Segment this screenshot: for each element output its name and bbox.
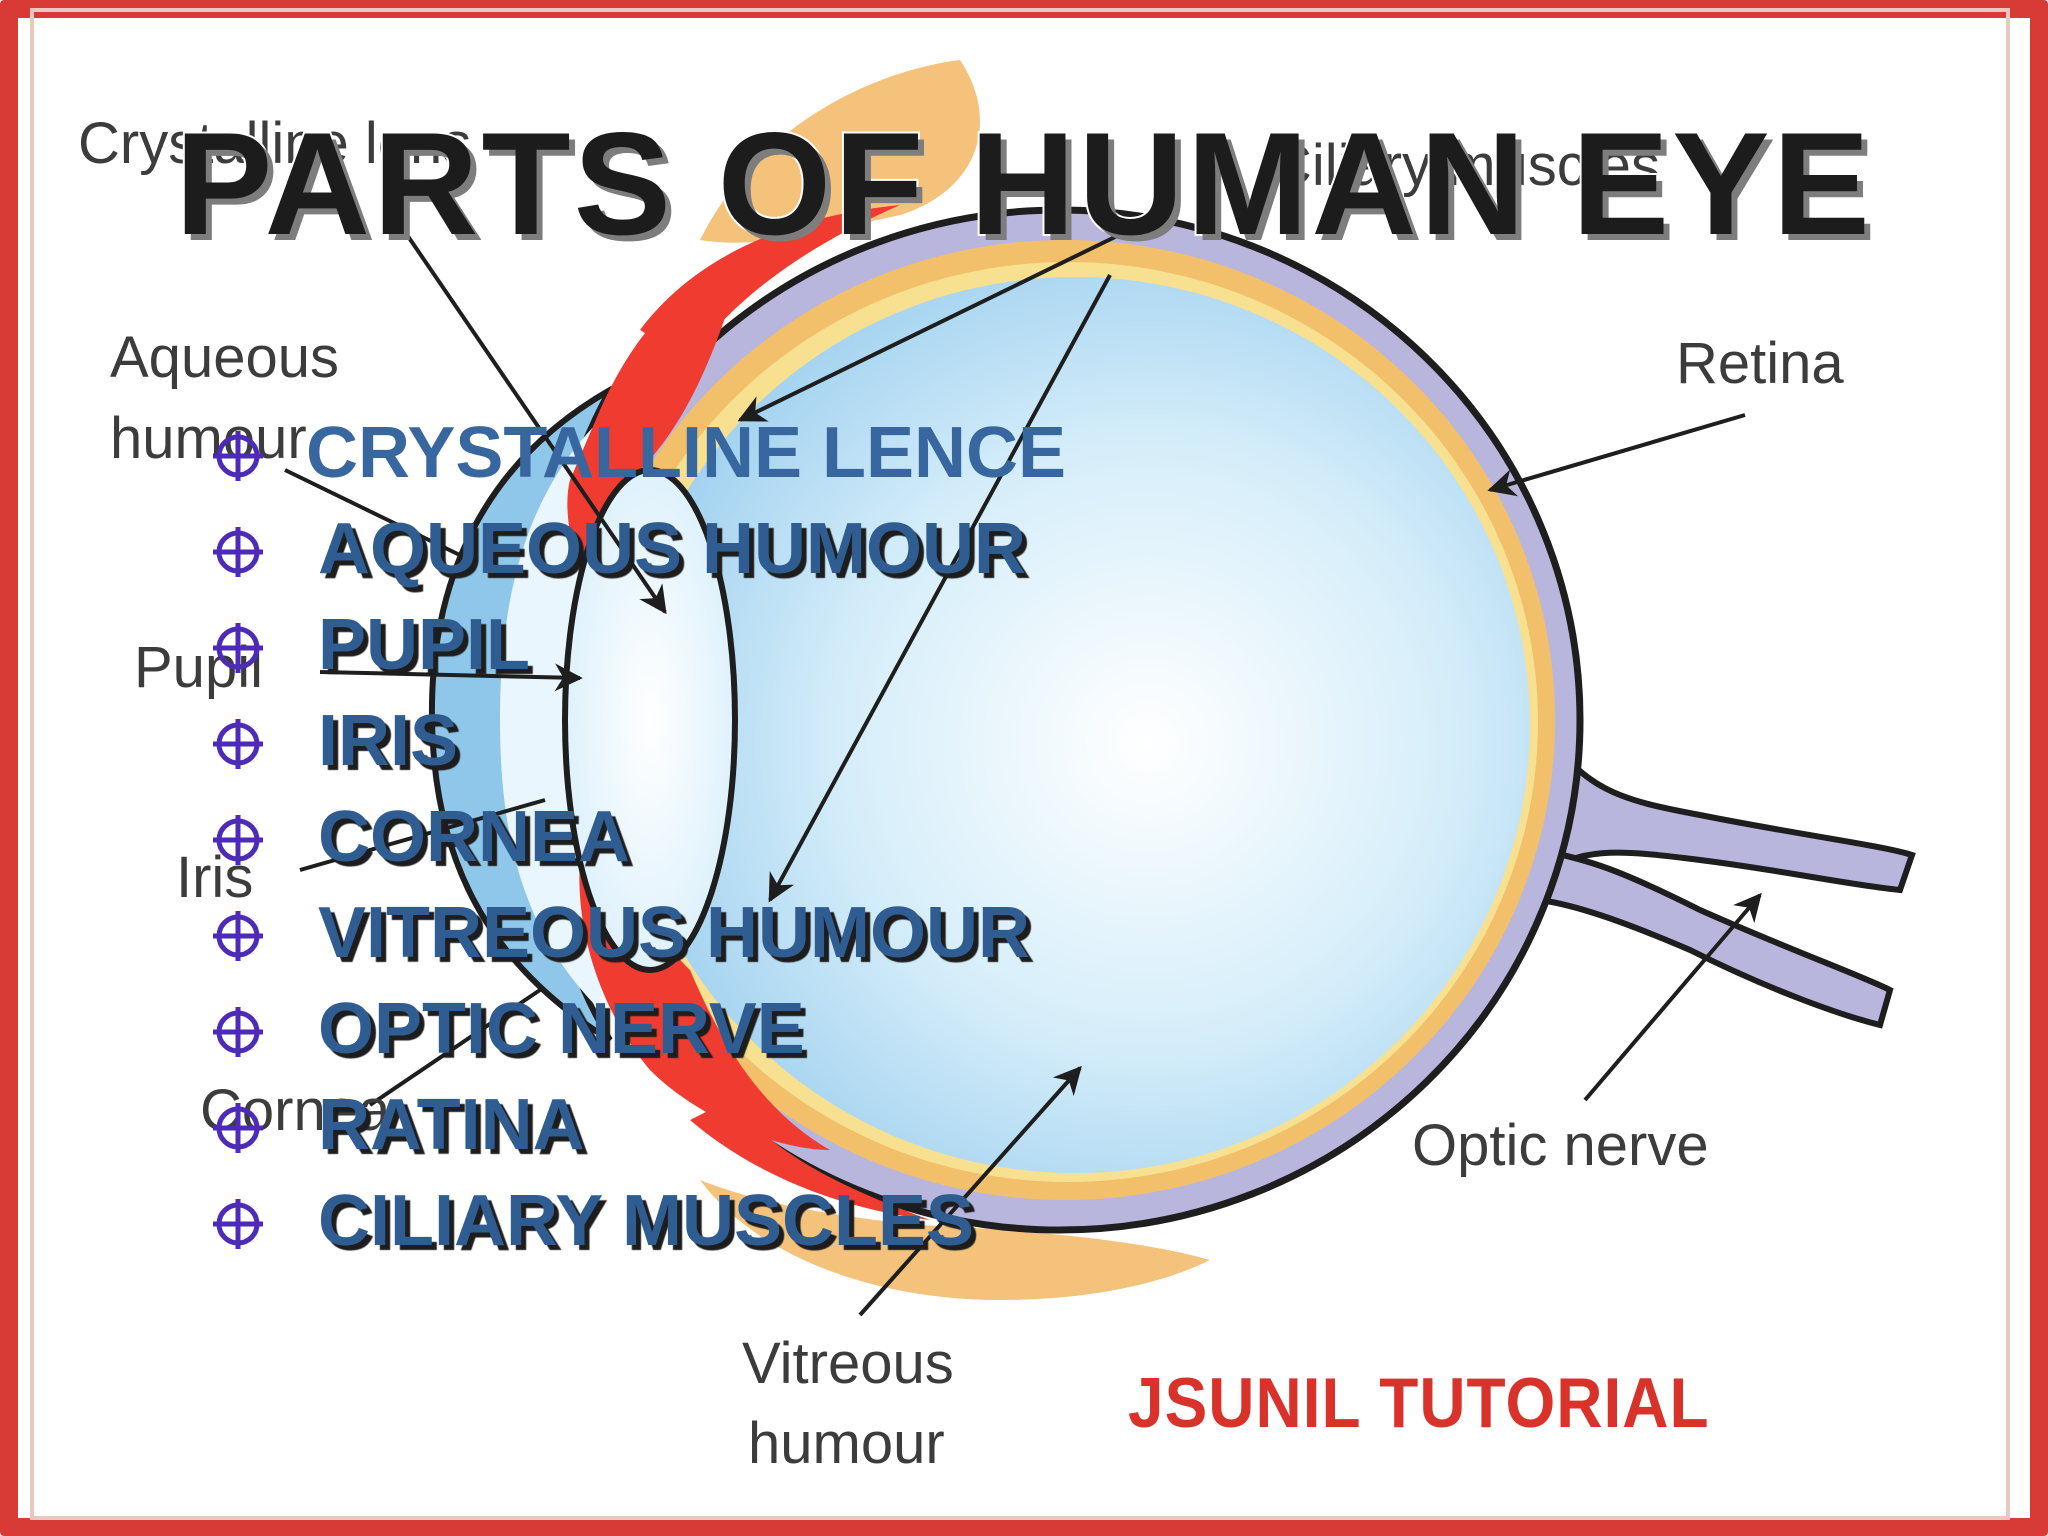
list-item-text: VITREOUS HUMOUR bbox=[318, 893, 1031, 973]
crystalline-lens bbox=[562, 467, 738, 973]
list-item-text: RATINA bbox=[318, 1085, 585, 1165]
pointer-retina bbox=[1487, 413, 1746, 497]
pointer-pupil bbox=[319, 663, 583, 692]
list-item: AQUEOUS HUMOUR bbox=[210, 501, 1066, 597]
brand-logo-text: JSUNIL TUTORIAL bbox=[1128, 1363, 1710, 1443]
pointer-aqueous bbox=[284, 468, 471, 562]
label-retina: Retina bbox=[1676, 331, 1844, 396]
label-vitreous-humour-2: humour bbox=[748, 1411, 945, 1476]
label-optic-nerve: Optic nerve bbox=[1412, 1113, 1709, 1178]
lower-muscle-band bbox=[700, 1180, 1210, 1300]
list-item: CILIARY MUSCLES bbox=[210, 1173, 1066, 1269]
crosshair-icon bbox=[213, 911, 263, 961]
list-item: CRYSTALLINE LENCE bbox=[210, 405, 1066, 501]
list-item: PUPIL bbox=[210, 597, 1066, 693]
crosshair-icon bbox=[213, 1103, 263, 1153]
crosshair-icon bbox=[213, 1199, 263, 1249]
pointer-crystalline-lens bbox=[388, 208, 667, 615]
crosshair-icon bbox=[213, 719, 263, 769]
list-item: VITREOUS HUMOUR bbox=[210, 885, 1066, 981]
pointer-vitreous bbox=[858, 1065, 1082, 1317]
crosshair-icon bbox=[213, 815, 263, 865]
list-item-text: OPTIC NERVE bbox=[318, 989, 805, 1069]
list-item-text: CORNEA bbox=[318, 797, 631, 877]
list-item-text: CILIARY MUSCLES bbox=[318, 1181, 975, 1261]
list-item-text: PUPIL bbox=[318, 605, 531, 685]
slide-title: PARTS OF HUMAN EYE bbox=[173, 100, 1873, 267]
optic-nerve-lower bbox=[1537, 846, 1894, 1029]
crosshair-icon bbox=[213, 1007, 263, 1057]
crosshair-icon bbox=[213, 431, 263, 481]
vitreous-body bbox=[620, 277, 1530, 1173]
red-rim-lower bbox=[690, 1100, 930, 1220]
label-crystalline-lens: Crystalline lens bbox=[78, 111, 472, 176]
crosshair-icon bbox=[213, 623, 263, 673]
optic-nerve-sheath bbox=[1537, 708, 1916, 894]
list-item: CORNEA bbox=[210, 789, 1066, 885]
red-rim-upper bbox=[640, 205, 900, 360]
pointer-cornea bbox=[368, 988, 542, 1107]
list-item-text: IRIS bbox=[318, 701, 459, 781]
label-aqueous-humour-2: humour bbox=[110, 406, 307, 471]
pointer-ciliary-2 bbox=[768, 274, 1112, 903]
pointer-ciliary-1 bbox=[737, 213, 1161, 422]
crosshair-icon bbox=[213, 527, 263, 577]
upper-muscle-band bbox=[700, 60, 980, 243]
label-aqueous-humour-1: Aqueous bbox=[110, 325, 339, 390]
list-item: IRIS bbox=[210, 693, 1066, 789]
parts-list: CRYSTALLINE LENCE AQUEOUS HUMOUR PUPIL I… bbox=[210, 405, 1066, 1269]
list-item: RATINA bbox=[210, 1077, 1066, 1173]
label-vitreous-humour-1: Vitreous bbox=[742, 1331, 954, 1396]
label-ciliary-muscles: Ciliary muscles bbox=[1270, 133, 1660, 198]
list-item-text: AQUEOUS HUMOUR bbox=[318, 509, 1027, 589]
list-item-text: CRYSTALLINE LENCE bbox=[306, 413, 1067, 493]
pointer-optic-nerve bbox=[1583, 892, 1762, 1102]
pointer-iris bbox=[299, 798, 546, 872]
list-item: OPTIC NERVE bbox=[210, 981, 1066, 1077]
